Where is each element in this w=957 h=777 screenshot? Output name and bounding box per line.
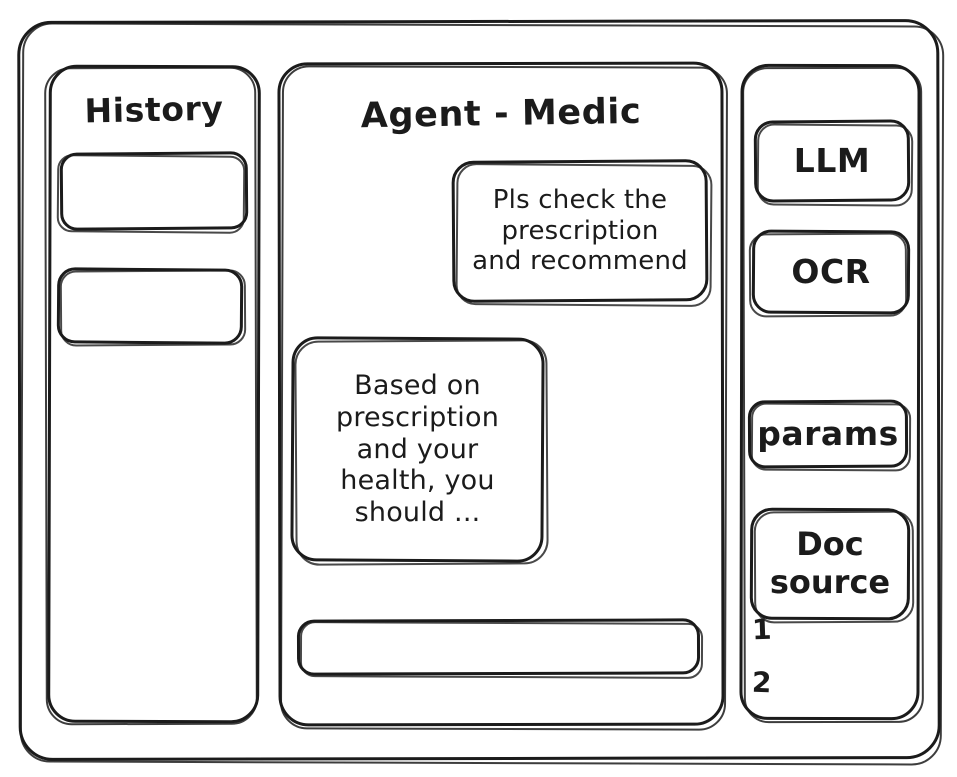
tool-params-label: params	[757, 413, 899, 453]
tool-ocr-label: OCR	[791, 251, 871, 291]
history-item-stroke-sketch	[56, 154, 246, 234]
assistant-message-text: Based on prescription and your health, y…	[335, 369, 500, 529]
message-input-stroke	[296, 618, 701, 676]
doc-source-entry[interactable]: 2	[751, 665, 773, 700]
history-item-stroke	[56, 267, 244, 345]
tool-button-params[interactable]: params	[747, 399, 912, 472]
assistant-message-bubble: Based on prescription and your health, y…	[290, 336, 549, 566]
agent-title: Agent - Medic	[360, 91, 642, 137]
history-panel-title: History	[84, 88, 224, 131]
doc-source-label: Doc source	[769, 525, 891, 601]
history-item[interactable]	[56, 267, 247, 347]
message-input-stroke-sketch	[299, 621, 704, 679]
history-item[interactable]	[56, 151, 249, 234]
doc-source-entry[interactable]: 1	[751, 612, 773, 647]
user-message-bubble: Pls check the prescription and recommend	[451, 159, 713, 308]
tool-button-llm[interactable]: LLM	[753, 119, 914, 207]
message-input[interactable]	[296, 618, 704, 679]
tool-llm-label: LLM	[793, 140, 871, 180]
doc-source-box[interactable]: Doc source	[749, 507, 915, 624]
history-item-stroke	[59, 151, 249, 231]
user-message-text: Pls check the prescription and recommend	[472, 184, 688, 277]
tool-button-ocr[interactable]: OCR	[748, 229, 911, 318]
history-item-stroke-sketch	[59, 269, 247, 347]
